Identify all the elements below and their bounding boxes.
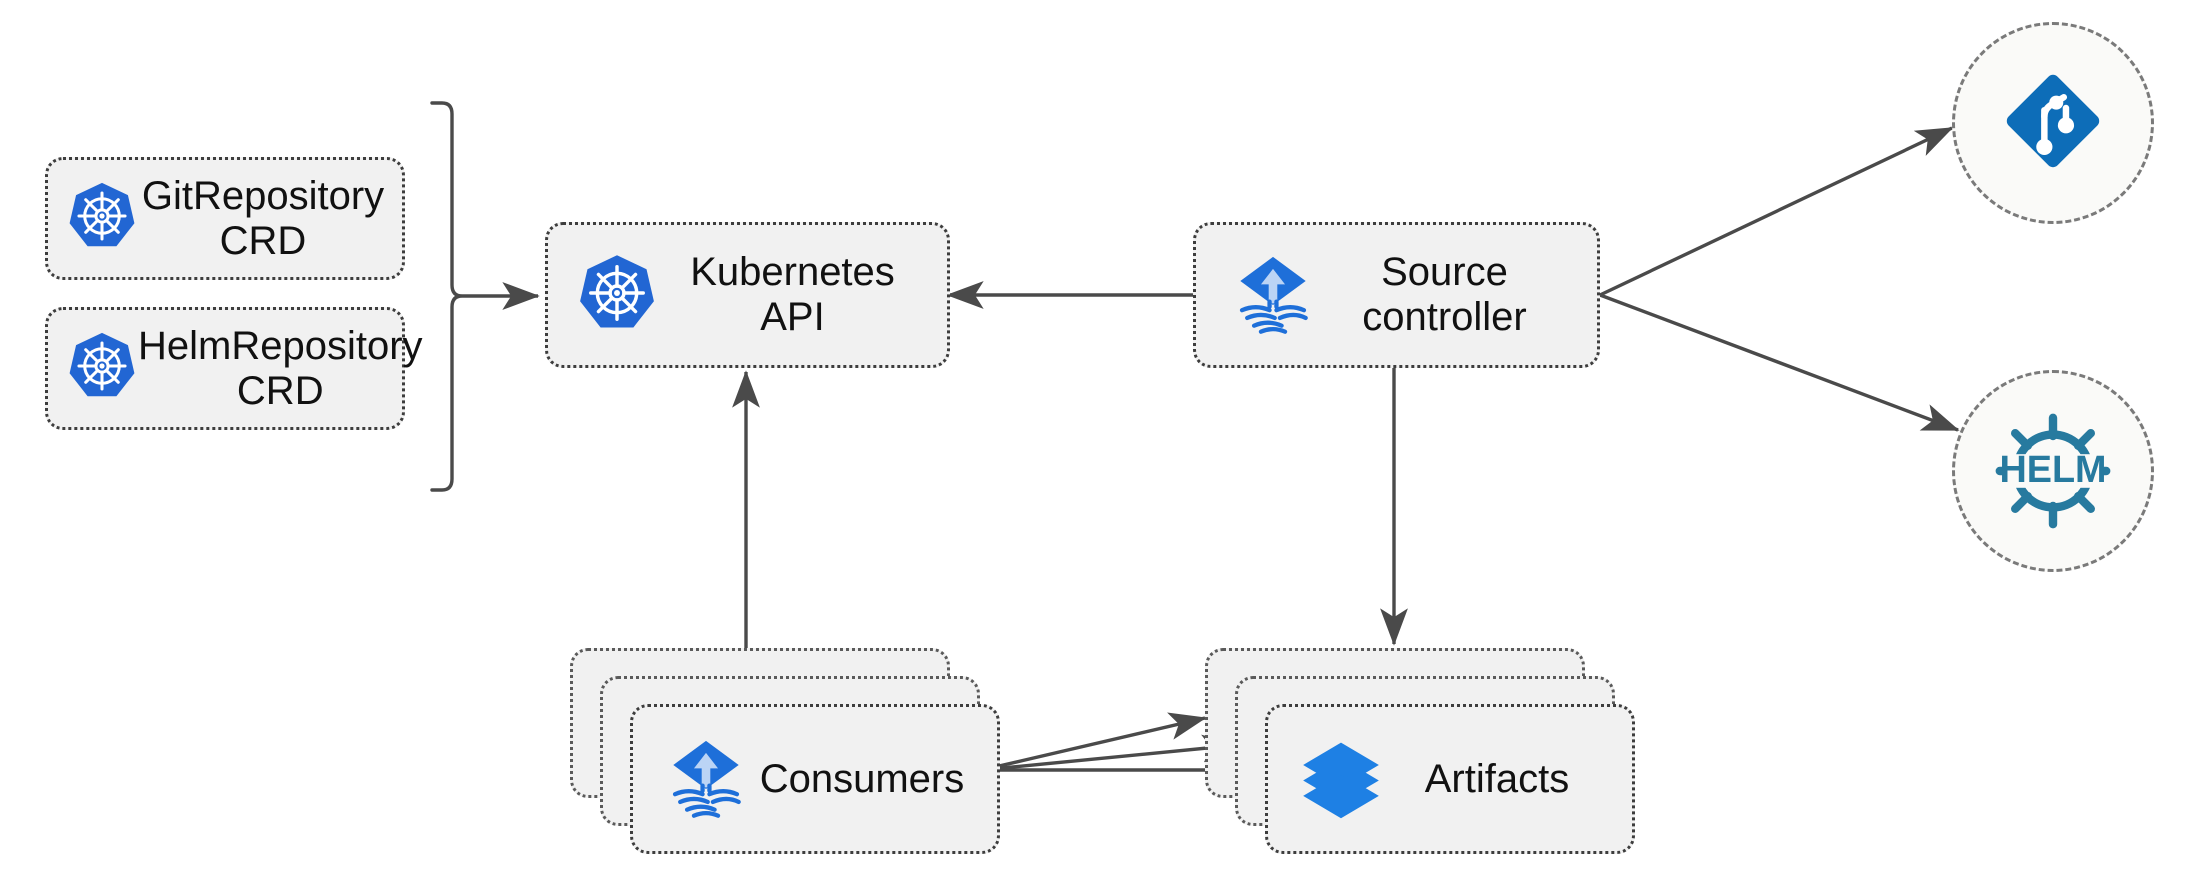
helm-label: HELM xyxy=(1999,449,2106,491)
node-label: Source controller xyxy=(1362,250,1527,339)
flux-icon xyxy=(1230,250,1316,341)
arrow-source-controller-to-helm xyxy=(1599,293,1960,432)
node-kubernetes-api[interactable]: Kubernetes API xyxy=(545,222,950,368)
node-gitrepository-crd[interactable]: GitRepository CRD xyxy=(45,157,405,280)
kubernetes-icon xyxy=(576,252,658,339)
node-label: HelmRepository CRD xyxy=(138,323,423,413)
kubernetes-icon xyxy=(66,180,138,257)
arrow-source-controller-to-git xyxy=(1599,126,1954,297)
arrow-consumers-to-artifacts-back xyxy=(981,712,1207,772)
node-artifacts[interactable]: Artifacts xyxy=(1265,704,1635,854)
node-consumers[interactable]: Consumers xyxy=(630,704,1000,854)
external-git-repository[interactable] xyxy=(1952,22,2154,224)
arrow-consumers-to-artifacts-mid xyxy=(981,734,1240,772)
node-label: Consumers xyxy=(759,756,965,801)
node-source-controller[interactable]: Source controller xyxy=(1193,222,1600,368)
node-label: Kubernetes API xyxy=(690,250,895,339)
flux-icon xyxy=(663,734,749,825)
external-helm-repository[interactable]: HELM xyxy=(1952,370,2154,572)
node-label: GitRepository CRD xyxy=(141,173,385,263)
node-label: Artifacts xyxy=(1424,756,1570,801)
layers-icon xyxy=(1298,734,1384,825)
crd-bracket xyxy=(430,101,463,492)
helm-icon: HELM xyxy=(1983,401,2123,541)
kubernetes-icon xyxy=(66,330,138,407)
node-helmrepository-crd[interactable]: HelmRepository CRD xyxy=(45,307,423,430)
git-icon xyxy=(1999,67,2107,180)
